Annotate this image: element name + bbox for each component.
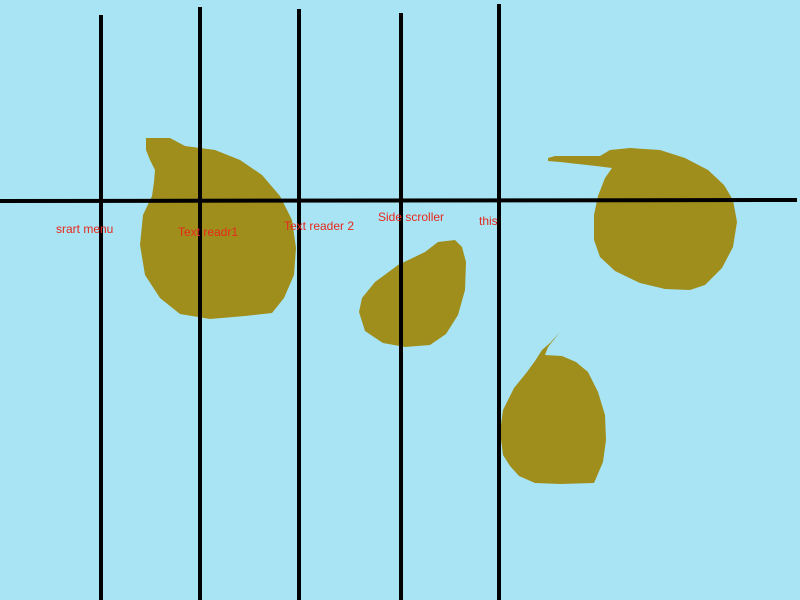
label-this: this [479, 214, 498, 228]
label-side-scroller: Side scroller [378, 210, 444, 224]
blob-left [140, 138, 296, 319]
label-start-menu: srart menu [56, 222, 113, 236]
blob-center [359, 240, 466, 347]
horizontal-line [0, 198, 798, 203]
label-text-reader-1: Text readr1 [178, 225, 238, 239]
blob-right [548, 148, 737, 290]
label-text-reader-2: Text reader 2 [284, 219, 354, 233]
blob-lower [500, 332, 606, 484]
